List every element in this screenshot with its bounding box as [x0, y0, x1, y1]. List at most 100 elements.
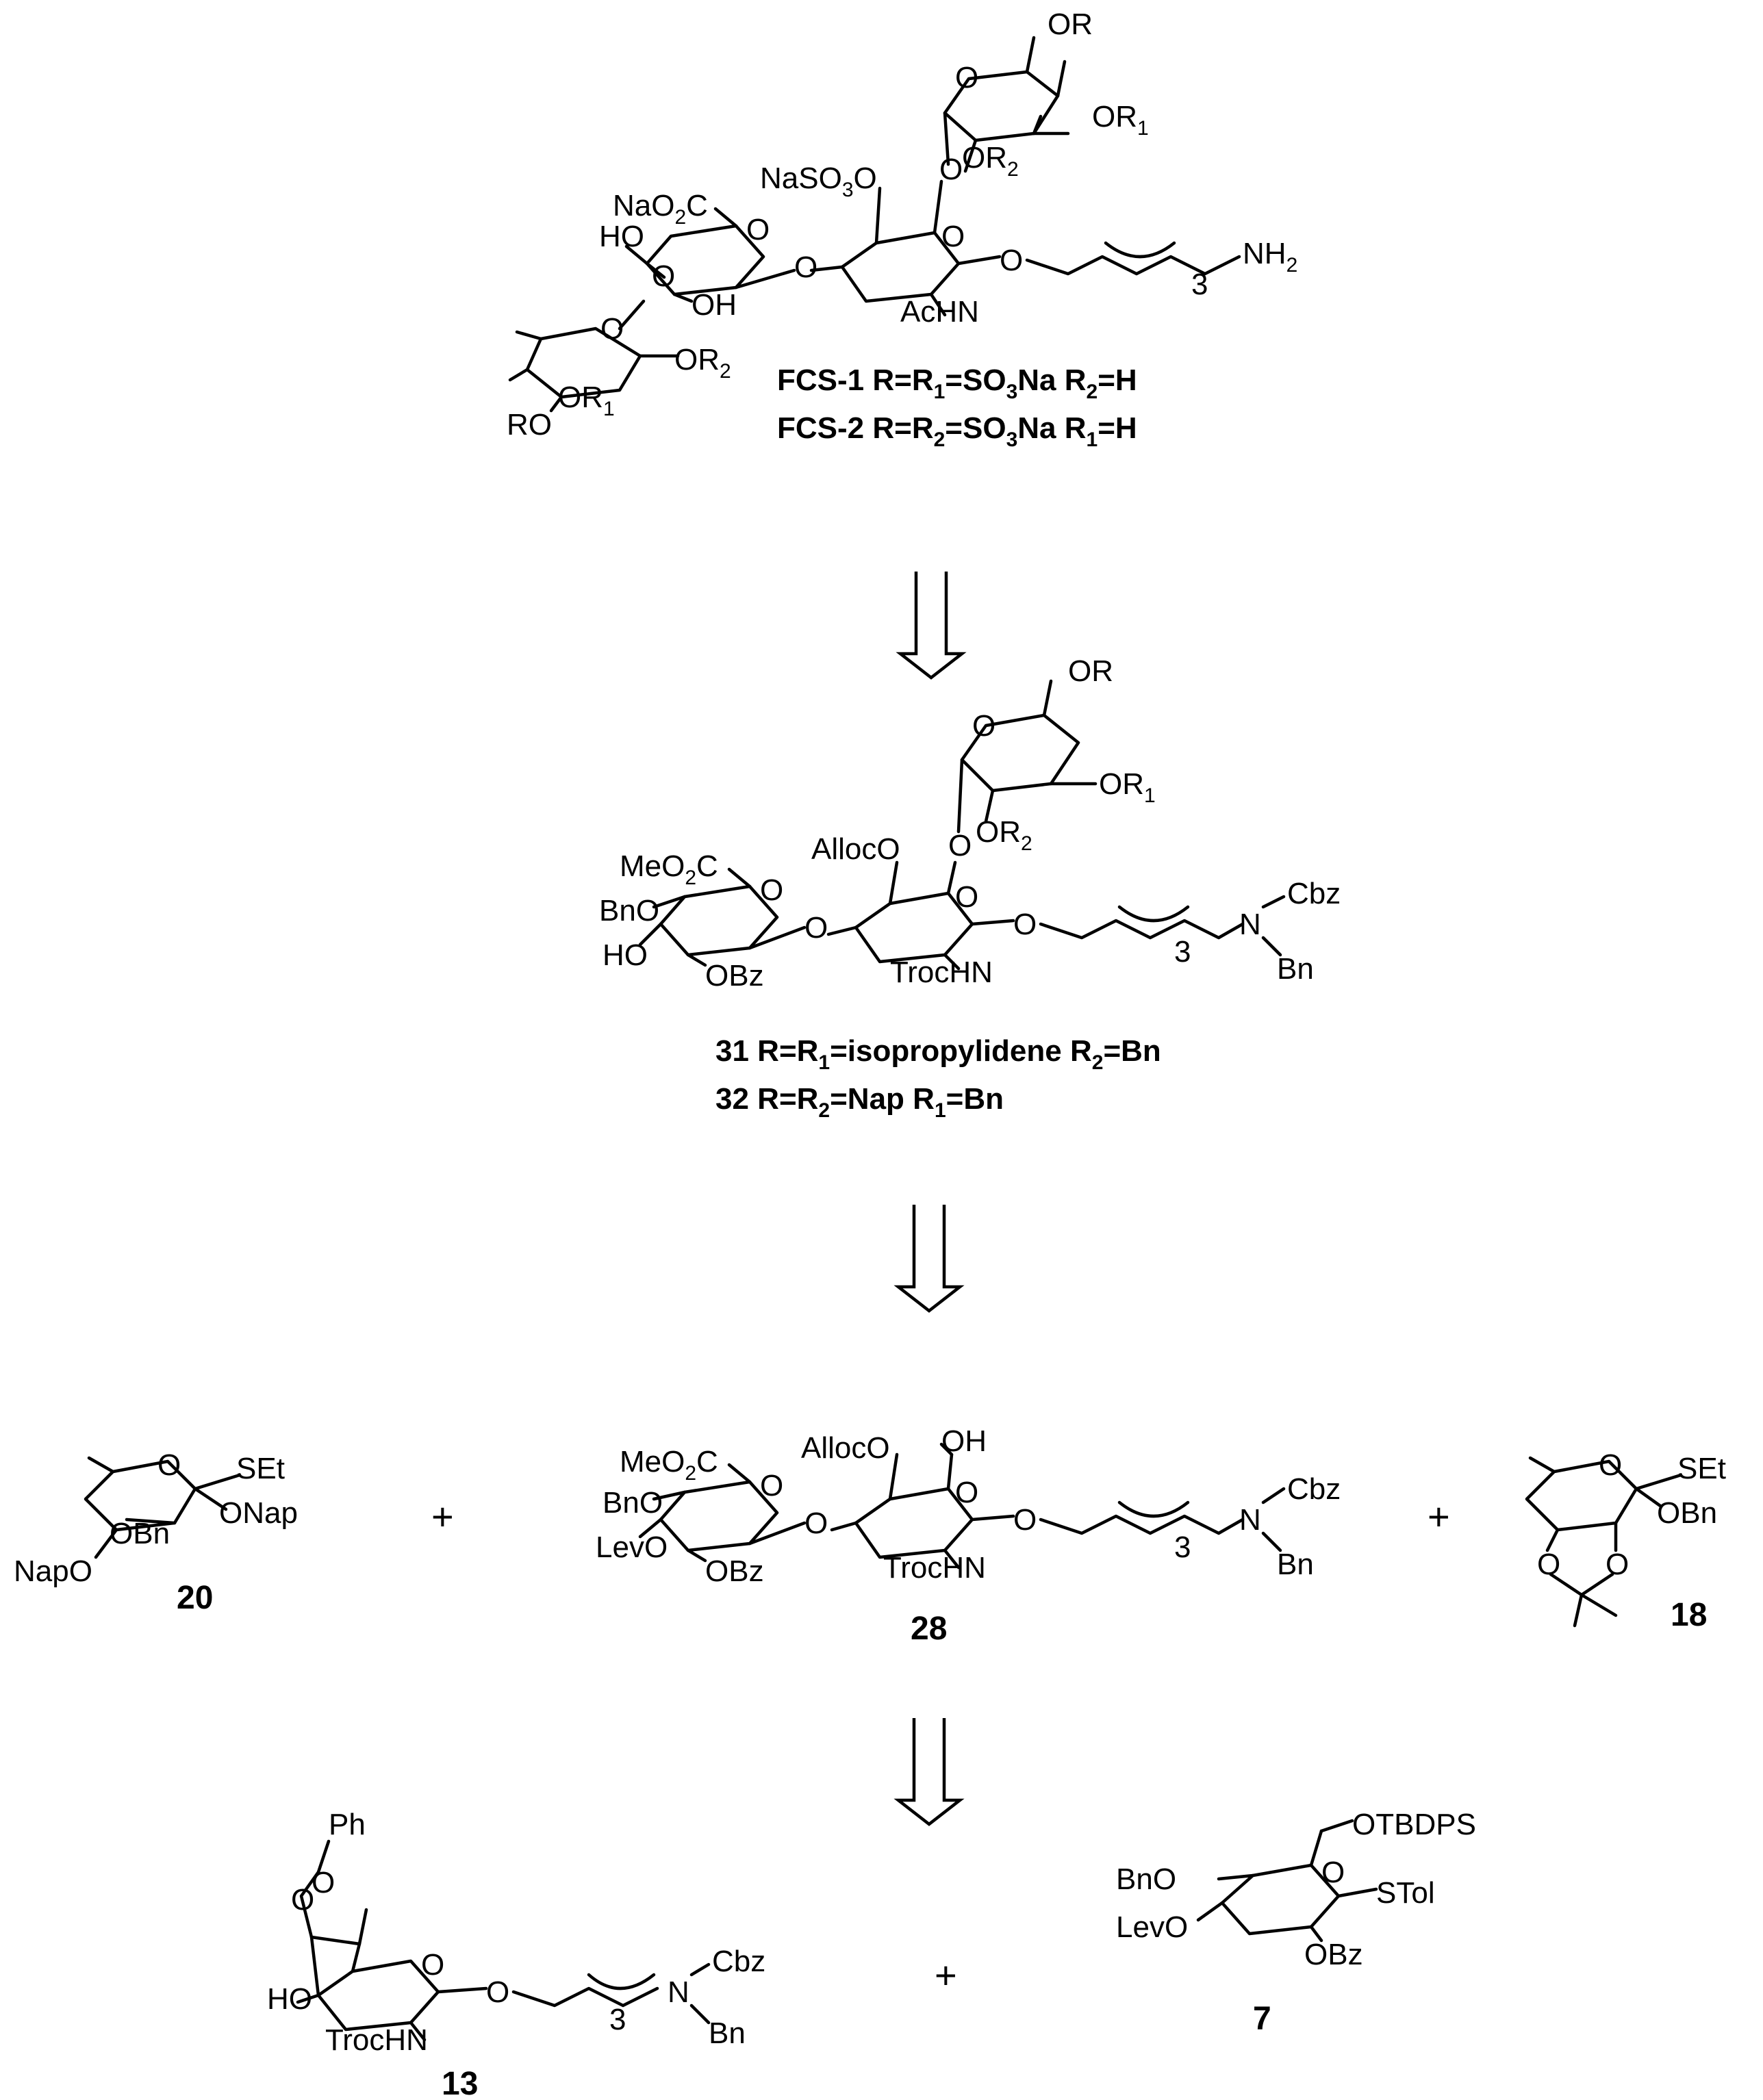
- trochn-31: TrocHN: [890, 956, 993, 989]
- or1-lower: OR1: [558, 381, 615, 420]
- o3-oxygen: O: [652, 259, 675, 293]
- n-31: N: [1239, 908, 1261, 941]
- ring-o-28: O: [955, 1476, 978, 1509]
- cbz-31: Cbz: [1287, 877, 1341, 910]
- linker-3-13: 3: [609, 2003, 626, 2036]
- structure-fcs: O OR OR1 OR2 O O NaSO3O AcHN O 3 NH2 O N…: [507, 8, 1297, 441]
- retro-arrow-3: [893, 1718, 965, 1826]
- fuc-ring-oxygen: O: [600, 312, 624, 346]
- oh-label: OH: [692, 288, 737, 322]
- label-18: 18: [1671, 1597, 1707, 1633]
- anomeric-o-28: O: [1013, 1503, 1037, 1537]
- fuc-ring-oxygen-31: O: [972, 709, 995, 743]
- o4-18: O: [1606, 1548, 1629, 1581]
- acetal-o2-13: O: [312, 1866, 335, 1899]
- oh-28: OH: [941, 1424, 987, 1458]
- bn-31: Bn: [1277, 952, 1314, 986]
- ring-o-13: O: [421, 1948, 444, 1982]
- o-link-31: O: [804, 911, 828, 945]
- ring-oxygen-label: O: [955, 61, 978, 94]
- levo-28: LevO: [596, 1531, 668, 1564]
- onap-20: ONap: [219, 1496, 298, 1530]
- plus-2: +: [1428, 1495, 1450, 1538]
- structure-18: O SEt OBn O O: [1525, 1448, 1726, 1628]
- bno-7: BnO: [1116, 1862, 1176, 1896]
- structure-28: O OH AllocO TrocHN O 3 N Cbz Bn O MeO2C …: [596, 1424, 1341, 1588]
- cbz-13: Cbz: [712, 1945, 765, 1978]
- or2-lower: OR2: [674, 343, 731, 383]
- structure-31-32: O OR OR1 OR2 O O AllocO TrocHN O 3 N Cbz…: [599, 654, 1341, 993]
- or-label: OR: [1048, 8, 1093, 41]
- anomeric-o-13: O: [486, 1975, 509, 2009]
- plus-1: +: [431, 1495, 454, 1538]
- obz-31: OBz: [705, 959, 764, 993]
- levo-7: LevO: [1116, 1910, 1188, 1944]
- n-13: N: [668, 1975, 689, 2009]
- naso3o-text: NaSO3O: [760, 162, 877, 201]
- achn-label: AcHN: [900, 295, 979, 329]
- glca-ring-o-31: O: [760, 873, 783, 907]
- allocO-31: AllocO: [811, 832, 900, 866]
- anomeric-o-31: O: [1013, 908, 1037, 941]
- plus-3: +: [935, 1954, 957, 1997]
- glca-ring-oxygen: O: [746, 213, 770, 246]
- label-28: 28: [911, 1611, 947, 1647]
- ro-label: RO: [507, 408, 552, 441]
- nao2c-text: NaO2C: [613, 189, 708, 229]
- stol-7: STol: [1376, 1876, 1435, 1910]
- ring-o-20: O: [157, 1448, 181, 1482]
- linker-3-28: 3: [1174, 1531, 1191, 1564]
- linker-3-31: 3: [1174, 935, 1191, 969]
- trochn-13: TrocHN: [325, 2023, 428, 2057]
- label-7: 7: [1253, 2001, 1271, 2037]
- meo2c-28: MeO2C: [620, 1445, 718, 1485]
- label-31: 31 R=R1=isopropylidene R2=Bn: [715, 1034, 1161, 1074]
- or1-31: OR1: [1099, 767, 1156, 807]
- or2-31: OR2: [976, 815, 1032, 855]
- glycosidic-oxygen-label: O: [939, 153, 963, 186]
- napo-20: NapO: [14, 1554, 92, 1588]
- o-link-28: O: [804, 1507, 828, 1540]
- or-31: OR: [1068, 654, 1113, 688]
- anomeric-oxygen: O: [1000, 244, 1023, 277]
- retro-arrow-1: [896, 572, 967, 680]
- label-fcs1: FCS-1 R=R1=SO3Na R2=H: [777, 363, 1137, 403]
- ring-o-18: O: [1599, 1448, 1622, 1482]
- label-fcs2: FCS-2 R=R2=SO3Na R1=H: [777, 411, 1137, 451]
- or1-label: OR1: [1092, 100, 1149, 140]
- or1-text: OR1: [1092, 100, 1149, 140]
- glycosidic-o-glca: O: [794, 251, 817, 284]
- o6-31: O: [948, 829, 972, 862]
- ho-31: HO: [603, 938, 648, 972]
- trochn-28: TrocHN: [883, 1551, 986, 1585]
- or2-label: OR2: [962, 141, 1019, 181]
- galnac-ring-oxygen: O: [941, 220, 965, 253]
- ho-label: HO: [599, 220, 644, 253]
- structure-7: OTBDPS O BnO LevO STol OBz: [1116, 1808, 1476, 1971]
- nh2-text: NH2: [1243, 237, 1297, 277]
- bn-28: Bn: [1277, 1548, 1314, 1581]
- obz-28: OBz: [705, 1554, 764, 1588]
- ring-o-7: O: [1321, 1856, 1345, 1889]
- retro-arrow-2: [893, 1205, 965, 1313]
- n-28: N: [1239, 1503, 1261, 1537]
- ho-13: HO: [267, 1982, 312, 2016]
- meo2c-31: MeO2C: [620, 849, 718, 889]
- galn-ring-oxygen-31: O: [955, 880, 978, 914]
- bno-31: BnO: [599, 894, 659, 927]
- glca-ring-o-28: O: [760, 1469, 783, 1502]
- or2-text: OR2: [962, 141, 1019, 181]
- obn-20: OBn: [110, 1517, 170, 1550]
- bno-28: BnO: [603, 1486, 663, 1520]
- ph-13: Ph: [329, 1808, 366, 1841]
- otbdps-7: OTBDPS: [1352, 1808, 1476, 1841]
- label-13: 13: [442, 2066, 478, 2100]
- label-32: 32 R=R2=Nap R1=Bn: [715, 1082, 1004, 1122]
- svg-text:OR: OR: [1048, 8, 1093, 41]
- set-18: SEt: [1677, 1452, 1726, 1485]
- label-20: 20: [177, 1580, 213, 1616]
- obz-7: OBz: [1304, 1938, 1363, 1971]
- set-20: SEt: [236, 1452, 285, 1485]
- acetal-o1-13: O: [291, 1883, 314, 1917]
